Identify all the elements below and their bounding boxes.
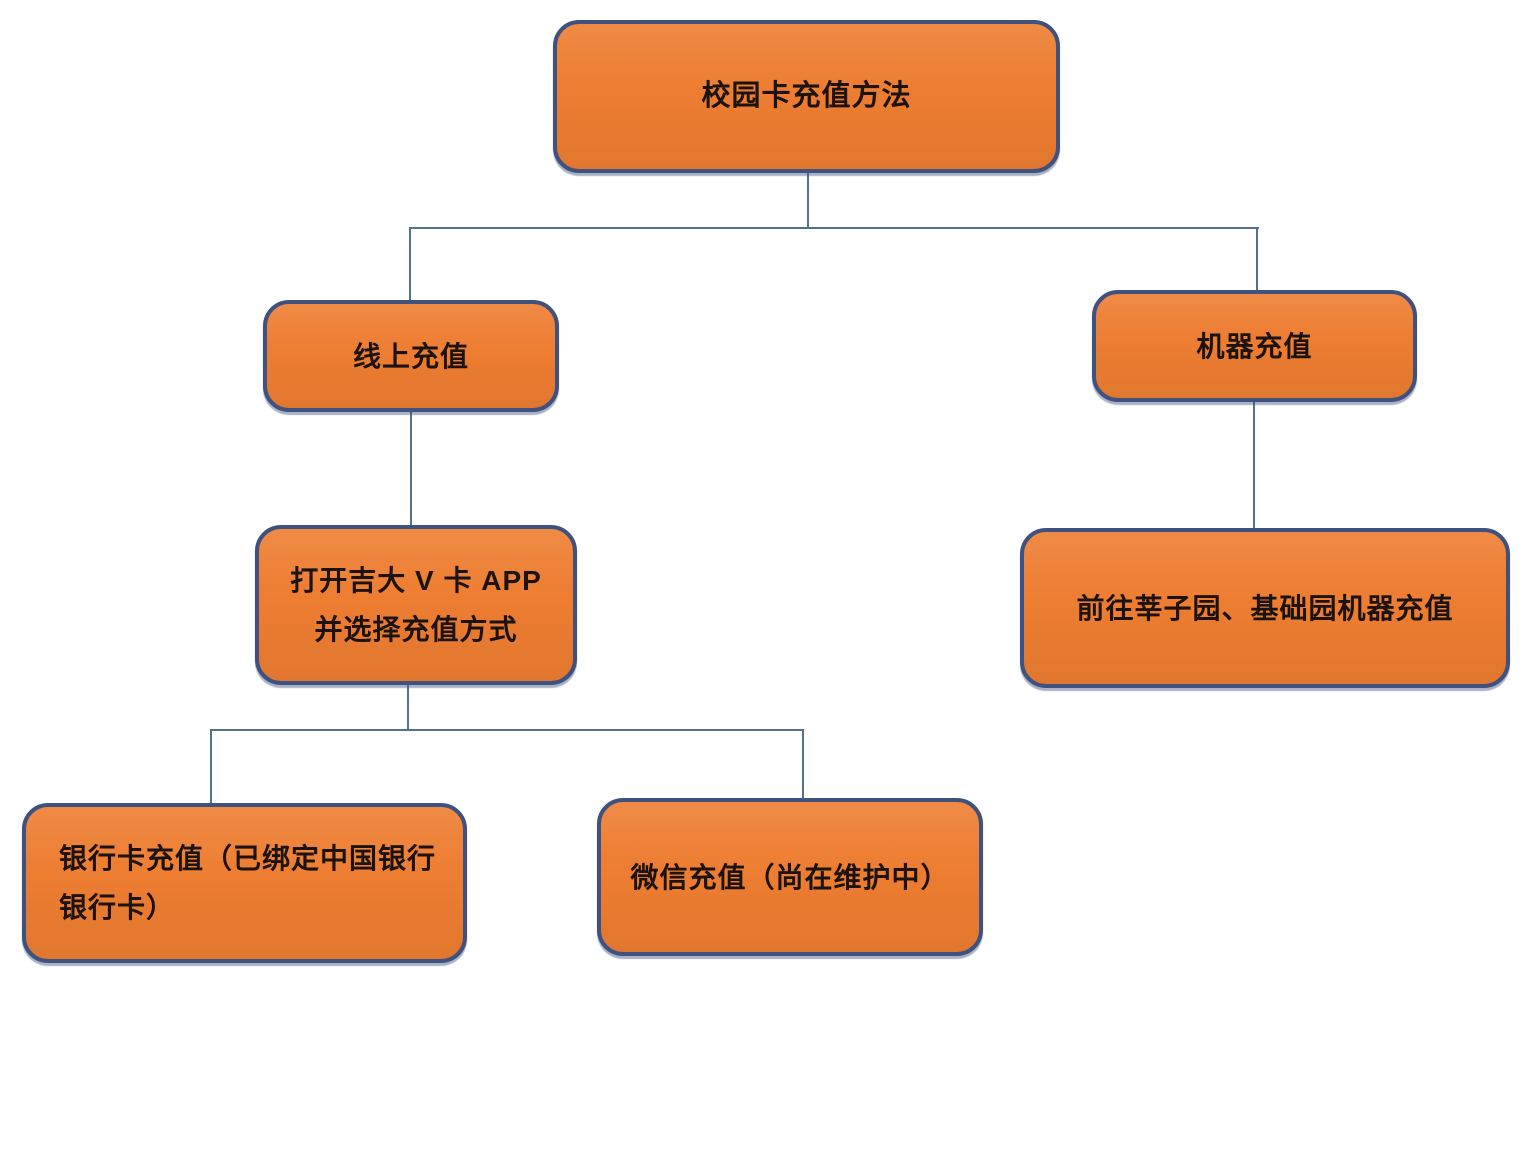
edge-app-to-bank [210,730,212,805]
edge-root-branch-bar [409,227,1259,229]
edge-root-to-machine [1256,228,1258,292]
edge-app-to-wechat [802,730,804,800]
edge-machine-to-go [1253,398,1255,530]
edge-app-branch-bar [210,729,804,731]
node-go-to-campus-machines: 前往莘子园、基础园机器充值 [1020,528,1510,688]
node-open-jlu-vcard-app: 打开吉大 V 卡 APP 并选择充值方式 [255,525,577,685]
edge-root-stem [807,173,809,229]
edge-online-to-app [410,410,412,527]
node-bank-card-recharge: 银行卡充值（已绑定中国银行 银行卡） [22,803,467,963]
edge-app-stem [407,683,409,730]
node-campus-card-recharge-methods: 校园卡充值方法 [553,20,1060,173]
node-wechat-recharge: 微信充值（尚在维护中） [597,798,983,956]
node-machine-recharge: 机器充值 [1092,290,1417,402]
edge-root-to-online [409,228,411,302]
node-online-recharge: 线上充值 [263,300,559,412]
